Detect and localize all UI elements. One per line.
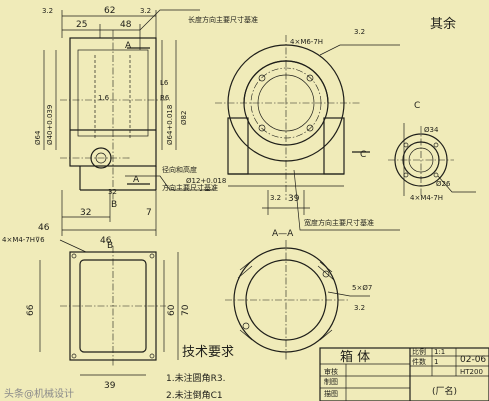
note-width-datum: 宽度方向主要尺寸基准 — [304, 218, 374, 227]
dim-d34: Ø34 — [424, 126, 439, 134]
dim-l6: L6 — [160, 79, 169, 87]
view-a-label: A — [125, 41, 132, 51]
view-c — [388, 123, 476, 196]
roughness-section: 3.2 — [354, 304, 365, 312]
titleblock-qty-label: 件数 — [412, 357, 426, 366]
view-c-label: C — [360, 150, 366, 160]
dim-62: 62 — [104, 6, 115, 16]
titleblock-scale-label: 比例 — [412, 347, 426, 356]
note-radial-2: 方向主要尺寸基准 — [162, 183, 218, 192]
note-length-datum: 长度方向主要尺寸基准 — [188, 15, 258, 24]
titleblock-row3: 审核 — [324, 367, 338, 376]
roughness-16: 1.6 — [98, 94, 110, 102]
dim-bore-tol: Ø64+0.018 — [166, 105, 174, 145]
dim-5x7: 5×Ø7 — [352, 284, 372, 292]
titleblock-company: (厂名) — [432, 385, 457, 397]
dim-d64: Ø64 — [34, 130, 42, 145]
dim-d82: Ø82 — [180, 111, 188, 125]
view-c-title: C — [414, 101, 420, 111]
dim-46: 46 — [38, 223, 50, 233]
dim-25: 25 — [76, 20, 87, 30]
titleblock-material: HT200 — [460, 368, 483, 376]
tech-title: 技术要求 — [182, 345, 234, 360]
dim-d12: Ø12+0.018 — [186, 177, 226, 185]
roughness-rest: 其余 — [430, 16, 456, 32]
roughness-side-bottom: 3.2 — [270, 194, 281, 202]
titleblock-scale: 1:1 — [434, 348, 445, 356]
dim-48: 48 — [120, 20, 132, 30]
titleblock-name: 箱 体 — [340, 349, 370, 365]
dim-d40: Ø40+0.039 — [46, 105, 54, 145]
roughness-top: 3.2 — [140, 7, 151, 15]
section-aa-title: A—A — [272, 229, 294, 239]
tech-item-2: 2.未注倒角C1 — [166, 389, 223, 401]
note-radial: 径向和高度 — [162, 165, 197, 174]
dim-39: 39 — [288, 194, 300, 204]
titleblock-row2: 描图 — [324, 389, 338, 398]
titleblock-row1: 制图 — [324, 377, 338, 386]
roughness-side: 3.2 — [354, 28, 365, 36]
dim-66: 66 — [26, 304, 36, 316]
dim-d26: Ø26 — [436, 180, 451, 188]
roughness-top-left: 3.2 — [42, 7, 53, 15]
thread-m6: 4×M6-7H — [290, 38, 323, 46]
titleblock-drawing-no: 02-06 — [460, 355, 486, 365]
view-b — [39, 239, 179, 376]
side-view — [215, 35, 400, 231]
dim-r6: R6 — [160, 94, 170, 102]
dim-32a: 32 — [80, 208, 91, 218]
section-aa — [225, 240, 370, 360]
watermark: 头条@机械设计 — [4, 387, 74, 400]
dim-60: 60 — [167, 304, 177, 316]
tech-item-1: 1.未注圆角R3. — [166, 372, 225, 384]
view-b-title: B — [107, 241, 113, 251]
dim-7: 7 — [146, 208, 152, 218]
view-a-label-bottom: A — [133, 175, 140, 185]
title-block — [319, 347, 489, 401]
thread-m4-depth: 4×M4-7H⊽6 — [2, 236, 45, 244]
titleblock-qty: 1 — [434, 358, 438, 366]
dim-70: 70 — [181, 304, 191, 316]
thread-m4: 4×M4-7H — [410, 194, 443, 202]
dim-32b: 32 — [108, 188, 117, 196]
view-b-label: B — [111, 200, 117, 210]
dim-39b: 39 — [104, 381, 116, 391]
dim-46b: 46 — [100, 236, 112, 246]
front-view — [43, 9, 215, 236]
